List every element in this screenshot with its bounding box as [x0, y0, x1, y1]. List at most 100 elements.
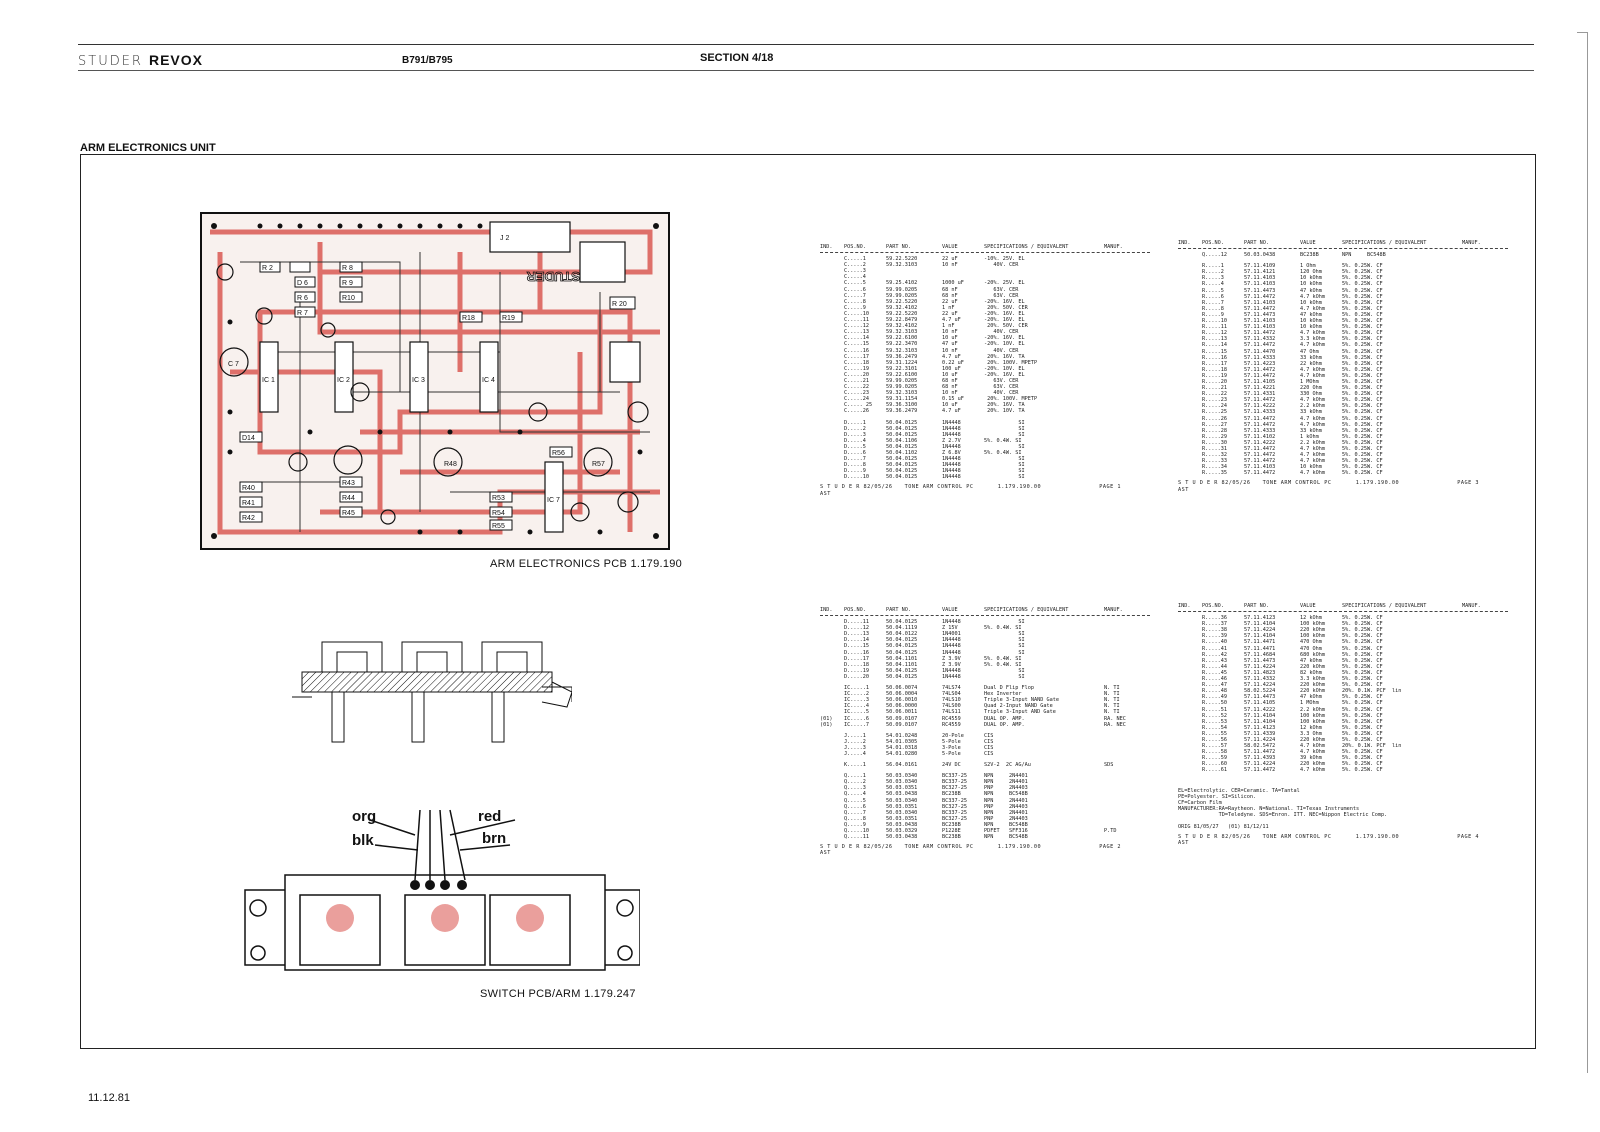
- table-cell: 10 kOhm: [1300, 318, 1322, 325]
- table-cell: 5%. 0.25W. CF: [1342, 439, 1383, 446]
- table-cell: 1N4448: [942, 619, 961, 626]
- table-cell: D.....7: [844, 456, 866, 463]
- svg-text:C 7: C 7: [228, 361, 239, 368]
- table-cell: 10 kOhm: [1300, 275, 1322, 282]
- table-cell: 50.04.0125: [886, 673, 918, 680]
- table-cell: 59.32.3103: [886, 390, 918, 397]
- table-cell: 57.11.4103: [1244, 275, 1276, 282]
- table-cell: [1104, 834, 1144, 840]
- table-cell: 57.11.4823: [1244, 669, 1276, 676]
- table-cell: [1178, 470, 1202, 476]
- table-cell: 1N4448: [942, 456, 961, 463]
- footer-date: 11.12.81: [88, 1092, 131, 1104]
- table-cell: (01): [820, 715, 833, 722]
- table-cell: C..... 25: [844, 402, 873, 409]
- switch-caption: SWITCH PCB/ARM 1.179.247: [480, 988, 636, 1000]
- table-cell: 50.03.0438: [886, 791, 918, 798]
- table-cell: BC238B: [942, 791, 961, 798]
- table-cell: Hex Inverter: [984, 691, 1022, 698]
- table-cell: 5%. 0.25W. CF: [1342, 318, 1383, 325]
- table-cell: SI: [984, 631, 1025, 638]
- table-cell: 5%. 0.25W. CF: [1342, 305, 1383, 312]
- table-cell: R.....12: [1202, 330, 1227, 337]
- table-cell: 59.22.6100: [886, 335, 918, 342]
- table-cell: 470 Ohm: [1300, 645, 1322, 652]
- table-cell: R.....23: [1202, 397, 1227, 404]
- table-cell: 63V. CER: [984, 377, 1019, 384]
- table-cell: 4.7 kOhm: [1300, 397, 1325, 404]
- table-cell: C.....15: [844, 341, 869, 348]
- table-cell: C.....6: [844, 286, 866, 293]
- table-cell: 4.7 kOhm: [1300, 446, 1325, 452]
- table-cell: C.....21: [844, 377, 869, 384]
- table-cell: 57.11.4472: [1244, 452, 1276, 459]
- table-cell: 40V. CER: [984, 390, 1019, 397]
- table-cell: SDS: [1104, 762, 1114, 769]
- table-cell: CIS: [984, 738, 994, 745]
- table-cell: 5%. 0.25W. CF: [1342, 446, 1383, 452]
- table-cell: 59.22.5220: [886, 310, 918, 317]
- table-cell: PDFET SFF316: [984, 828, 1028, 834]
- table-cell: NPN 2N4401: [984, 773, 1028, 780]
- table-cell: 57.11.4684: [1244, 651, 1276, 658]
- table-cell: 3.3 kOhm: [1300, 336, 1325, 343]
- table-cell: 50.04.0125: [886, 667, 918, 674]
- table-cell: 10 nF: [942, 262, 958, 269]
- table-cell: R.....43: [1202, 657, 1227, 664]
- table-cell: J.....2: [844, 738, 866, 745]
- list-footer-cell: TONE ARM CONTROL PC: [904, 844, 974, 851]
- table-cell: 5%. 0.25W. CF: [1342, 464, 1383, 471]
- table-cell: R.....6: [1202, 293, 1224, 300]
- table-cell: Q.....2: [844, 779, 866, 786]
- table-cell: BC327-25: [942, 785, 967, 792]
- table-cell: 57.11.4471: [1244, 639, 1276, 646]
- table-cell: 50.03.0351: [886, 815, 918, 822]
- table-cell: 54.01.0248: [886, 732, 918, 739]
- table-cell: 5%. 0.25W. CF: [1342, 330, 1383, 337]
- table-cell: 5%. 0.25W. CF: [1342, 712, 1383, 719]
- table-cell: 50.06.0004: [886, 691, 918, 698]
- table-cell: R.....59: [1202, 755, 1227, 762]
- table-cell: Dual D Flip Flop: [984, 685, 1034, 692]
- table-cell: R.....41: [1202, 645, 1227, 652]
- svg-text:R 8: R 8: [342, 265, 353, 272]
- table-cell: 5%. 0.25W. CF: [1342, 458, 1383, 465]
- table-cell: SI: [984, 619, 1025, 626]
- table-cell: 59.32.4102: [886, 304, 918, 311]
- table-cell: D.....17: [844, 655, 869, 662]
- table-cell: R.....29: [1202, 433, 1227, 440]
- table-cell: SI: [984, 468, 1025, 475]
- table-cell: 5%. 0.25W. CF: [1342, 749, 1383, 756]
- table-header-cell: IND.: [1178, 603, 1191, 609]
- table-cell: R.....3: [1202, 275, 1224, 282]
- legend-note-line: ORIG 81/05/27 (01) 81/12/11: [1178, 824, 1269, 831]
- table-cell: 220 kOhm: [1300, 627, 1325, 634]
- svg-text:R55: R55: [492, 523, 505, 530]
- svg-text:R19: R19: [502, 315, 515, 322]
- table-cell: 5%. 0.25W. CF: [1342, 663, 1383, 670]
- table-cell: 5%. 0.25W. CF: [1342, 700, 1383, 707]
- table-cell: DUAL OP. AMP.: [984, 715, 1025, 722]
- list-footer-cell: TONE ARM CONTROL PC: [1262, 834, 1332, 841]
- table-cell: 59.32.4102: [886, 323, 918, 330]
- table-cell: NPN 2N4401: [984, 779, 1028, 786]
- table-cell: 220 kOhm: [1300, 682, 1325, 689]
- table-cell: 3.3 Ohm: [1300, 730, 1322, 737]
- list-footer-cell: S T U D E R 82/05/26 AST: [1178, 834, 1251, 847]
- table-cell: RC4559: [942, 715, 961, 722]
